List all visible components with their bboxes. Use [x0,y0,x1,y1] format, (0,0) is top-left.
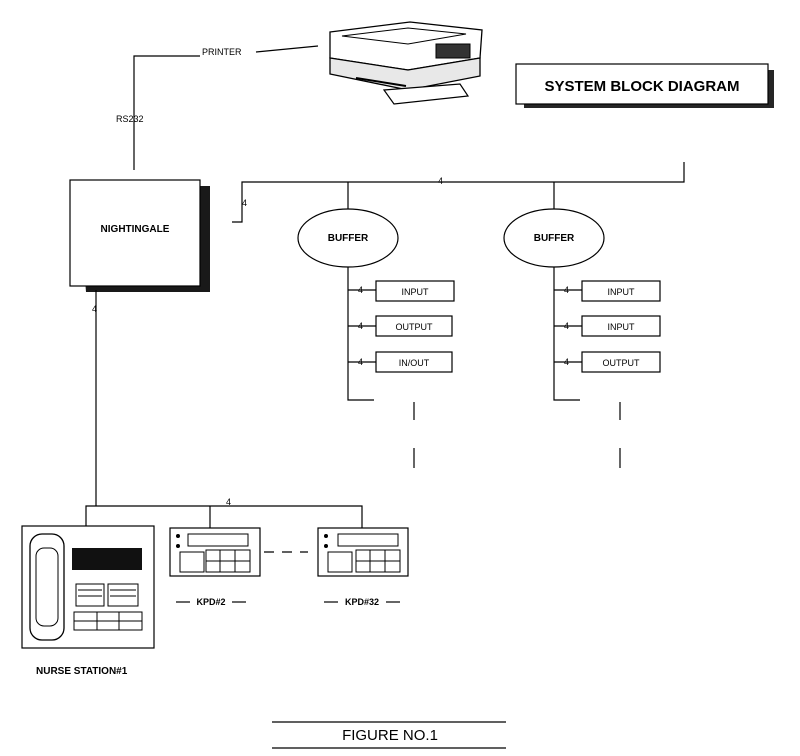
buffer-2-spine [553,267,580,401]
figure-caption: FIGURE NO.1 [342,727,438,744]
printer-label: PRINTER [202,47,242,57]
station-bus-width: 4 [92,304,97,314]
buffer-1-port-2: OUTPUT [375,315,453,337]
keypad-32-label: KPD#32 [345,597,379,607]
svg-text:4: 4 [564,321,569,331]
svg-text:4: 4 [358,357,363,367]
svg-text:IN/OUT: IN/OUT [399,358,430,368]
station-bus [85,505,363,528]
svg-text:4: 4 [564,285,569,295]
keypad-32 [317,527,409,577]
printer-icon [329,21,483,105]
rs232-line [133,55,200,170]
buffer-2-port-1: INPUT [581,280,661,302]
nurse-station-1 [21,525,155,649]
svg-text:4: 4 [226,497,231,507]
svg-text:INPUT: INPUT [402,287,430,297]
svg-text:OUTPUT: OUTPUT [396,322,434,332]
svg-text:OUTPUT: OUTPUT [603,358,641,368]
rs232-label: RS232 [116,114,144,124]
bus-width-label-1: 4 [242,198,247,208]
keypad-2 [169,527,261,577]
display-screen [72,548,142,570]
printer-line [255,45,319,53]
keypad-2-label: KPD#2 [196,597,225,607]
bus-width-label-2: 4 [438,176,443,186]
buffer-1-spine [347,267,374,401]
buffer-2-port-3: OUTPUT [581,351,661,373]
buffer-1-label: BUFFER [328,233,369,244]
svg-text:4: 4 [358,285,363,295]
svg-text:INPUT: INPUT [608,322,636,332]
nurse-station-label: NURSE STATION#1 [36,666,128,677]
svg-text:INPUT: INPUT [608,287,636,297]
buffer-2-label: BUFFER [534,233,575,244]
title-box: SYSTEM BLOCK DIAGRAM [515,63,774,108]
buffer-1-port-1: INPUT [375,280,455,302]
controller-label: NIGHTINGALE [101,224,170,235]
buffer-1-port-3: IN/OUT [375,351,453,373]
main-bus [232,162,685,223]
svg-text:4: 4 [358,321,363,331]
nightingale-controller: NIGHTINGALE [69,179,210,292]
buffer-2-port-2: INPUT [581,315,661,337]
svg-text:4: 4 [564,357,569,367]
diagram-title: SYSTEM BLOCK DIAGRAM [545,78,740,95]
